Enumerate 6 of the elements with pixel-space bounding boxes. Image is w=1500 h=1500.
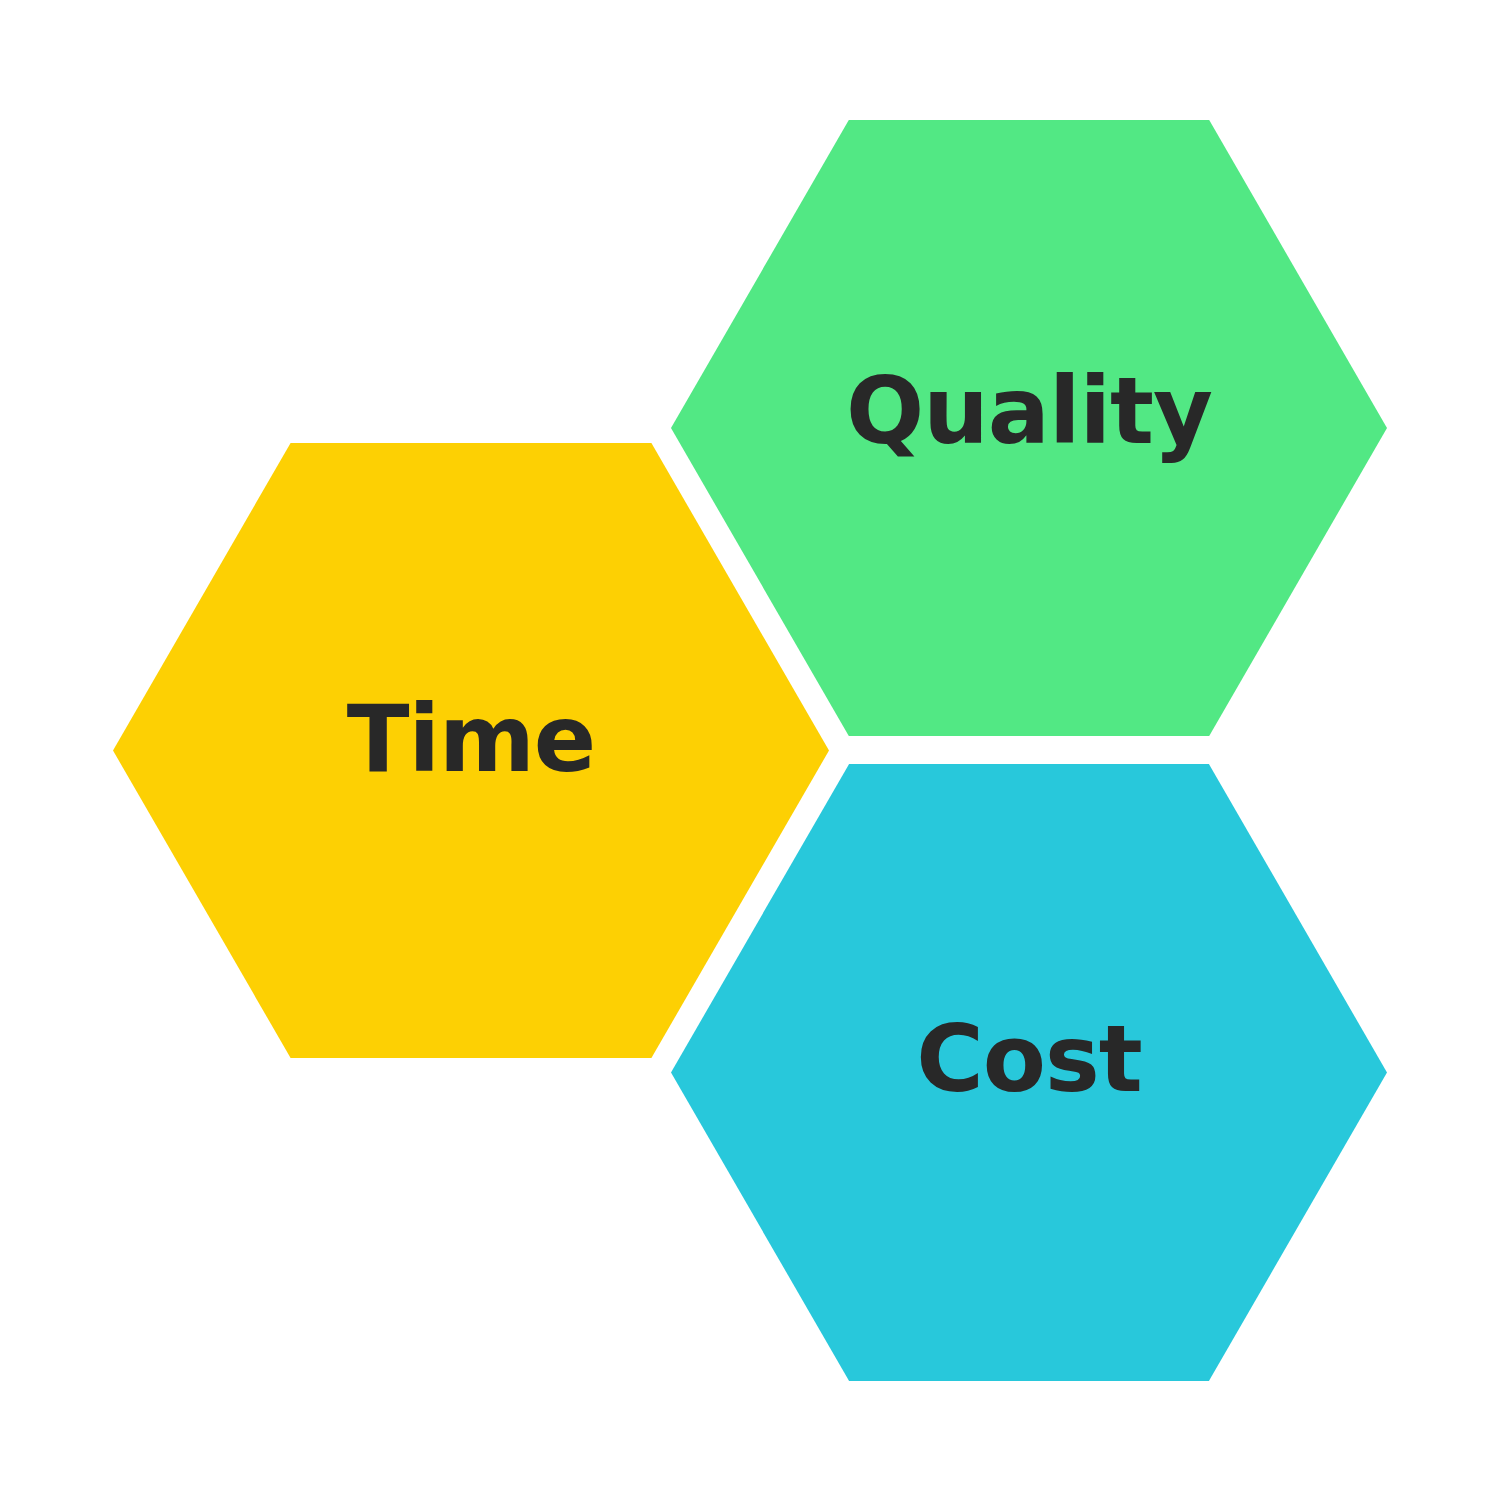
node-label: Time xyxy=(346,692,596,789)
hexagon xyxy=(671,764,1387,1381)
node-label: Quality xyxy=(846,363,1212,461)
node-label: Cost xyxy=(916,1012,1142,1109)
hexagon xyxy=(113,443,829,1058)
hexagon xyxy=(671,120,1387,736)
